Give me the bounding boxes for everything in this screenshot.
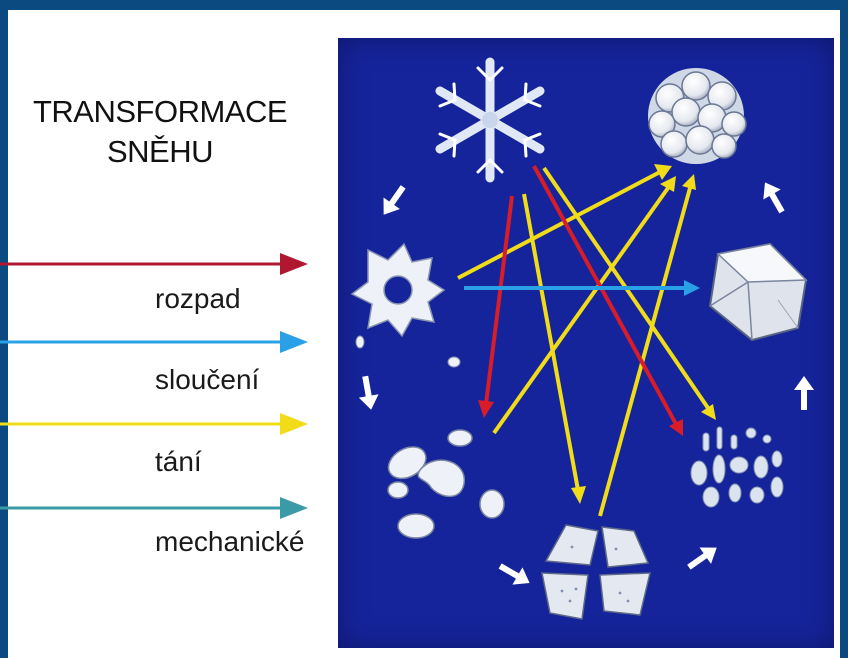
legend-label-tani: tání bbox=[155, 446, 202, 478]
legend-label-mechanicke: mechanické bbox=[155, 526, 304, 558]
snowflake-crystal-icon bbox=[440, 62, 540, 178]
rounded-blobs-icon bbox=[383, 430, 504, 538]
legend-arrow-rozpad bbox=[0, 253, 308, 275]
rounded-grain-cluster-icon bbox=[648, 68, 746, 164]
cycle-arrow bbox=[375, 181, 411, 220]
legend-arrow-slouceni bbox=[0, 331, 308, 353]
legend-label-slouceni: sloučení bbox=[155, 364, 259, 396]
red-arrow bbox=[478, 196, 512, 418]
angular-grains-icon bbox=[542, 525, 650, 619]
cycle-arrow bbox=[495, 557, 534, 591]
hexagonal-crystal-icon bbox=[710, 244, 806, 340]
yellow-arrow bbox=[494, 176, 676, 433]
melting-arrows bbox=[458, 164, 716, 516]
legend-label-rozpad: rozpad bbox=[155, 283, 241, 315]
melted-fragments-icon bbox=[691, 427, 783, 507]
transformation-diagram bbox=[338, 38, 834, 648]
cycle-arrow bbox=[683, 539, 722, 575]
yellow-arrow bbox=[600, 174, 696, 516]
branched-crystal-icon bbox=[352, 244, 460, 367]
breakdown-arrows bbox=[478, 166, 683, 436]
cycle-arrow bbox=[756, 177, 790, 216]
legend-arrow-tani bbox=[0, 413, 308, 435]
cycle-arrow bbox=[355, 375, 381, 412]
cycle-arrow bbox=[794, 376, 814, 410]
yellow-arrow bbox=[544, 168, 716, 420]
legend-arrow-mechanicke bbox=[0, 497, 308, 519]
